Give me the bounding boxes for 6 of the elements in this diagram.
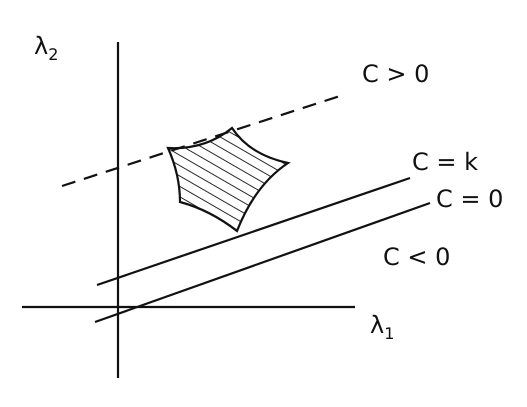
math-label: C = 0 — [436, 187, 504, 211]
math-label: C = k — [412, 150, 478, 174]
math-label: C < 0 — [383, 245, 450, 269]
math-label: λ$_{2}$ — [34, 34, 58, 63]
math-label: C > 0 — [362, 62, 430, 86]
math-label: λ$_{1}$ — [370, 313, 394, 342]
